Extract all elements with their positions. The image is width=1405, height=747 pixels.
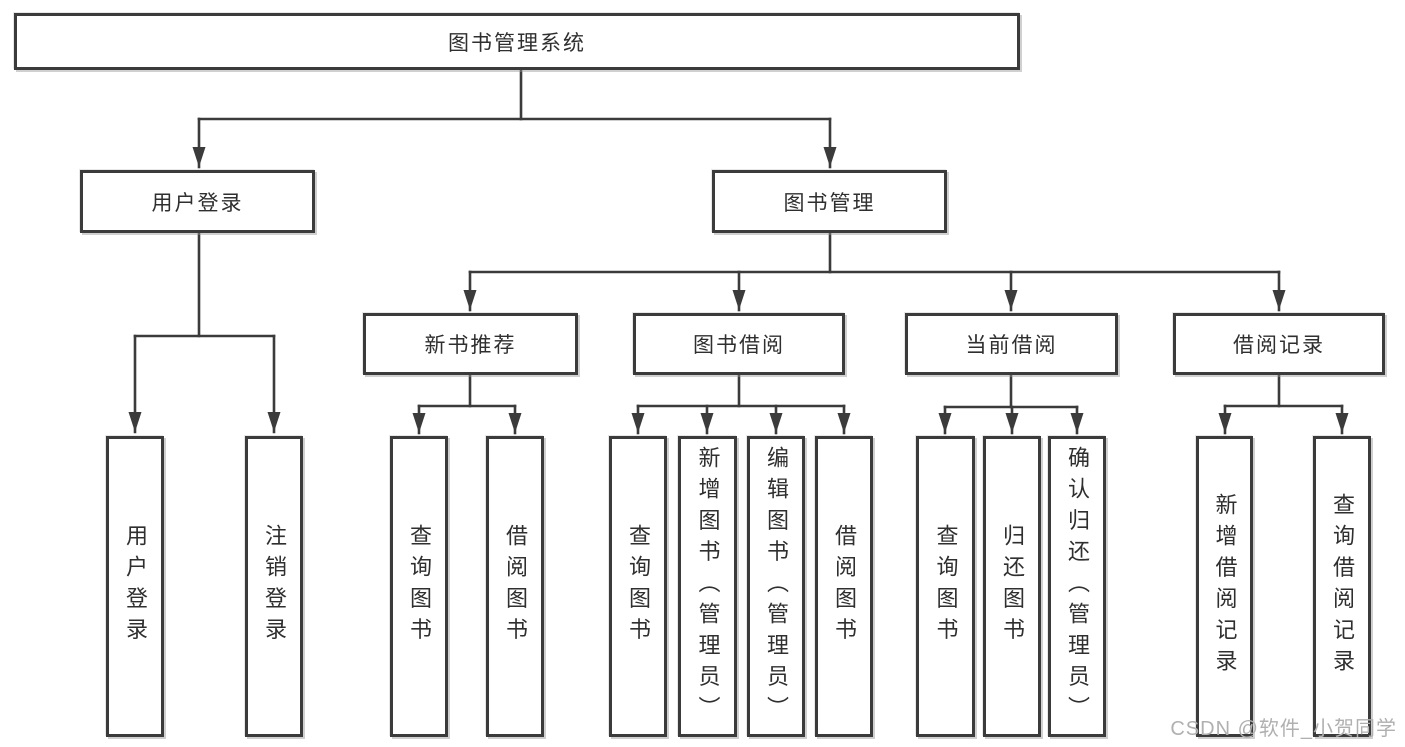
- leaf-add-book-admin-label: 新增图书（管理员）: [695, 445, 721, 728]
- node-book-management-label: 图书管理: [783, 191, 876, 215]
- leaf-borrow-books-1-label: 借阅图书: [503, 524, 528, 649]
- node-new-book-label: 新书推荐: [424, 334, 517, 357]
- node-new-book-recommendation: 新书推荐: [363, 313, 578, 375]
- node-current-borrowing-label: 当前借阅: [965, 334, 1058, 357]
- leaf-query-books-3: 查询图书: [916, 436, 975, 737]
- node-book-borrowing-label: 图书借阅: [693, 334, 785, 357]
- leaf-add-borrow-record-label: 新增借阅记录: [1212, 492, 1238, 681]
- leaf-query-books-2-label: 查询图书: [626, 524, 651, 649]
- leaf-borrow-books-1: 借阅图书: [486, 436, 544, 737]
- node-root: 图书管理系统: [14, 13, 1020, 70]
- leaf-edit-book-admin-label: 编辑图书（管理员）: [764, 445, 789, 728]
- leaf-user-login-label: 用户登录: [123, 524, 148, 649]
- leaf-borrow-books-2: 借阅图书: [815, 436, 873, 737]
- node-user-login: 用户登录: [80, 170, 315, 233]
- csdn-watermark: CSDN @软件_小贺同学: [1170, 718, 1397, 740]
- leaf-logout: 注销登录: [245, 436, 303, 737]
- leaf-query-books-2: 查询图书: [609, 436, 667, 737]
- leaf-borrow-books-2-label: 借阅图书: [832, 524, 857, 649]
- leaf-query-books-1: 查询图书: [390, 436, 448, 737]
- leaf-query-borrow-record: 查询借阅记录: [1313, 436, 1371, 737]
- leaf-add-borrow-record: 新增借阅记录: [1196, 436, 1253, 737]
- leaf-query-borrow-record-label: 查询借阅记录: [1330, 492, 1355, 681]
- node-book-borrowing: 图书借阅: [633, 313, 845, 375]
- leaf-logout-label: 注销登录: [262, 524, 287, 649]
- node-borrowing-records: 借阅记录: [1173, 313, 1385, 375]
- leaf-add-book-admin: 新增图书（管理员）: [678, 436, 737, 737]
- leaf-return-books-label: 归还图书: [1000, 524, 1025, 649]
- node-current-borrowing: 当前借阅: [905, 313, 1118, 375]
- node-user-login-label: 用户登录: [151, 191, 244, 215]
- leaf-edit-book-admin: 编辑图书（管理员）: [747, 436, 805, 737]
- leaf-confirm-return-admin: 确认归还（管理员）: [1048, 436, 1106, 737]
- node-root-label: 图书管理系统: [448, 31, 586, 55]
- leaf-user-login: 用户登录: [106, 436, 164, 737]
- node-borrowing-records-label: 借阅记录: [1233, 334, 1325, 357]
- leaf-query-books-1-label: 查询图书: [407, 524, 432, 649]
- node-book-management: 图书管理: [712, 170, 947, 233]
- leaf-query-books-3-label: 查询图书: [933, 524, 959, 649]
- leaf-return-books: 归还图书: [983, 436, 1041, 737]
- leaf-confirm-return-admin-label: 确认归还（管理员）: [1065, 445, 1090, 728]
